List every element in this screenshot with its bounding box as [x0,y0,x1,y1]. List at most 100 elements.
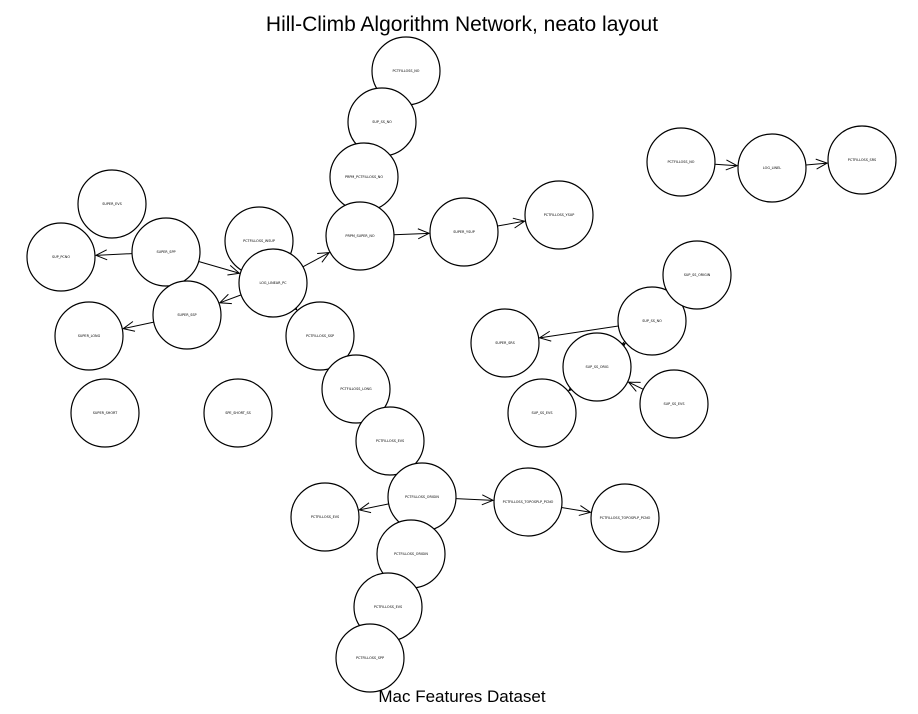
node-n23: SUP_SS_NO [617,286,687,356]
node-label: PCTFILLOSS_EVS [376,439,404,443]
edge-arrowhead-n8-n9 [815,158,829,170]
node-label: PCTFILLOSS_NO [393,69,420,73]
node-label: SUPER_YSUP [453,230,475,234]
edge-n7-n8 [714,163,738,167]
node-n15: SUPER_SSP [152,280,222,350]
edge-arrowhead-n23-n22 [538,330,552,342]
edge-n14-n15 [219,294,242,304]
edge-arrowhead-n28-n30 [481,494,495,506]
node-n10: SUPER_EVS [77,169,147,239]
node-label: SUP_SS_EVS [532,411,553,415]
node-circle [325,201,395,271]
node-label: SUPER_SSP [177,313,196,317]
node-label: PCTFILLOSS_TOPOSPLP_PCNO [503,500,554,504]
node-n12: SUPER_SPP [131,217,201,287]
node-circle [285,301,355,371]
node-label: PCTFILLOSS_NO [668,160,695,164]
node-label: SUPER_SPP [156,250,175,254]
edge-arrowhead-n7-n8 [725,159,739,171]
edge-arrowhead-n14-n15 [218,293,232,305]
node-circle [617,286,687,356]
node-n5: SUPER_YSUP [429,197,499,267]
node-label: PCTFILLOSS_EVS [374,605,402,609]
node-label: SUPER_SHORT [93,411,118,415]
node-n1: PCTFILLOSS_NO [371,36,441,106]
diagram-subtitle: Mac Features Dataset [378,687,546,706]
edge-n28-n29 [359,503,389,511]
node-label: SUPER_EVS [102,202,122,206]
node-n26: SUP_SS_EVS [507,378,577,448]
node-n25: SUP_SS_ORIG [562,332,632,402]
node-n17: PCTFILLOSS_SSP [285,301,355,371]
edge-n28-n30 [455,498,494,501]
node-n8: LOG_LINEL [737,133,807,203]
node-n9: PCTFILLOSS_SRS [827,125,897,195]
node-label: PCTFILLOSS_TOPOSPLP_PCNO [600,516,651,520]
node-n4: PRPM_SUPER_NO [325,201,395,271]
node-circle [290,482,360,552]
node-label: SUP_SS_NO [642,319,662,323]
node-label: PRPM_PCTFILLOSS_NO [345,175,383,179]
node-circle [77,169,147,239]
edge-n5-n6 [497,220,525,227]
node-circle [590,483,660,553]
node-n16: SUPER_LONG [54,301,124,371]
edge-n23-n22 [539,325,619,339]
node-n20: SPE_SHORT_SS [203,378,273,448]
node-circle [662,240,732,310]
node-circle [493,467,563,537]
diagram-title: Hill-Climb Algorithm Network, neato layo… [266,13,658,36]
node-n31: PCTFILLOSS_TOPOSPLP_PCNO [590,483,660,553]
edge-arrowhead-n12-n11 [94,249,108,261]
node-label: PCTFILLOSS_YSUP [544,213,575,217]
node-n24: SUP_SS_ORIGIN [662,240,732,310]
node-n28: PCTFILLOSS_ORIGIN [387,462,457,532]
node-circle [321,354,391,424]
node-circle [70,378,140,448]
node-n29: PCTFILLOSS_EVS [290,482,360,552]
node-label: PCTFILLOSS_EVS [311,515,339,519]
node-n11: SUP_PCNO [26,222,96,292]
node-circle [335,623,405,693]
node-label: LOG_LINEAR_PC [259,281,287,285]
node-circle [355,406,425,476]
node-circle [203,378,273,448]
node-label: SUP_SS_ORIG [585,365,608,369]
node-label: SPE_SHORT_SS [225,411,251,415]
node-n22: SUPER_SRS [470,308,540,378]
node-n14: LOG_LINEAR_PC [238,248,308,318]
node-n18: PCTFILLOSS_LONG [321,354,391,424]
edge-arrowhead-n27-n25 [627,381,641,392]
node-circle [131,217,201,287]
node-label: SUP_SS_ORIGIN [684,273,711,277]
edge-n30-n31 [561,507,591,513]
edge-arrowhead-n15-n16 [122,321,136,332]
node-label: PCTFILLOSS_SSP [306,334,334,338]
edge-n12-n14 [198,260,240,274]
node-circle [152,280,222,350]
edge-n14-n4 [302,252,330,268]
node-n27: SUP_SS_EVS [639,369,709,439]
node-label: SUP_SS_NO [372,120,392,124]
node-circle [238,248,308,318]
node-circle [470,308,540,378]
edge-arrowhead-n28-n29 [358,502,372,514]
node-label: PCTFILLOSS_LONG [340,387,372,391]
node-circle [54,301,124,371]
edge-n12-n11 [95,253,133,256]
edge-n4-n5 [393,232,430,236]
node-n7: PCTFILLOSS_NO [646,127,716,197]
node-label: SUP_PCNO [52,255,70,259]
node-circle [429,197,499,267]
nodes-layer: PCTFILLOSS_NO SUP_SS_NO PRPM_PCTFILLOSS_NO… [26,36,897,693]
edge-arrowhead-n14-n4 [317,252,331,263]
node-n34: PCTFILLOSS_SPP [335,623,405,693]
edge-arrowhead-n30-n31 [578,505,592,516]
node-circle [507,378,577,448]
node-label: PRPM_SUPER_NO [345,234,374,238]
node-circle [524,180,594,250]
edge-n15-n16 [123,321,154,330]
node-n21: PCTFILLOSS_EVS [355,406,425,476]
node-label: SUPER_SRS [495,341,515,345]
